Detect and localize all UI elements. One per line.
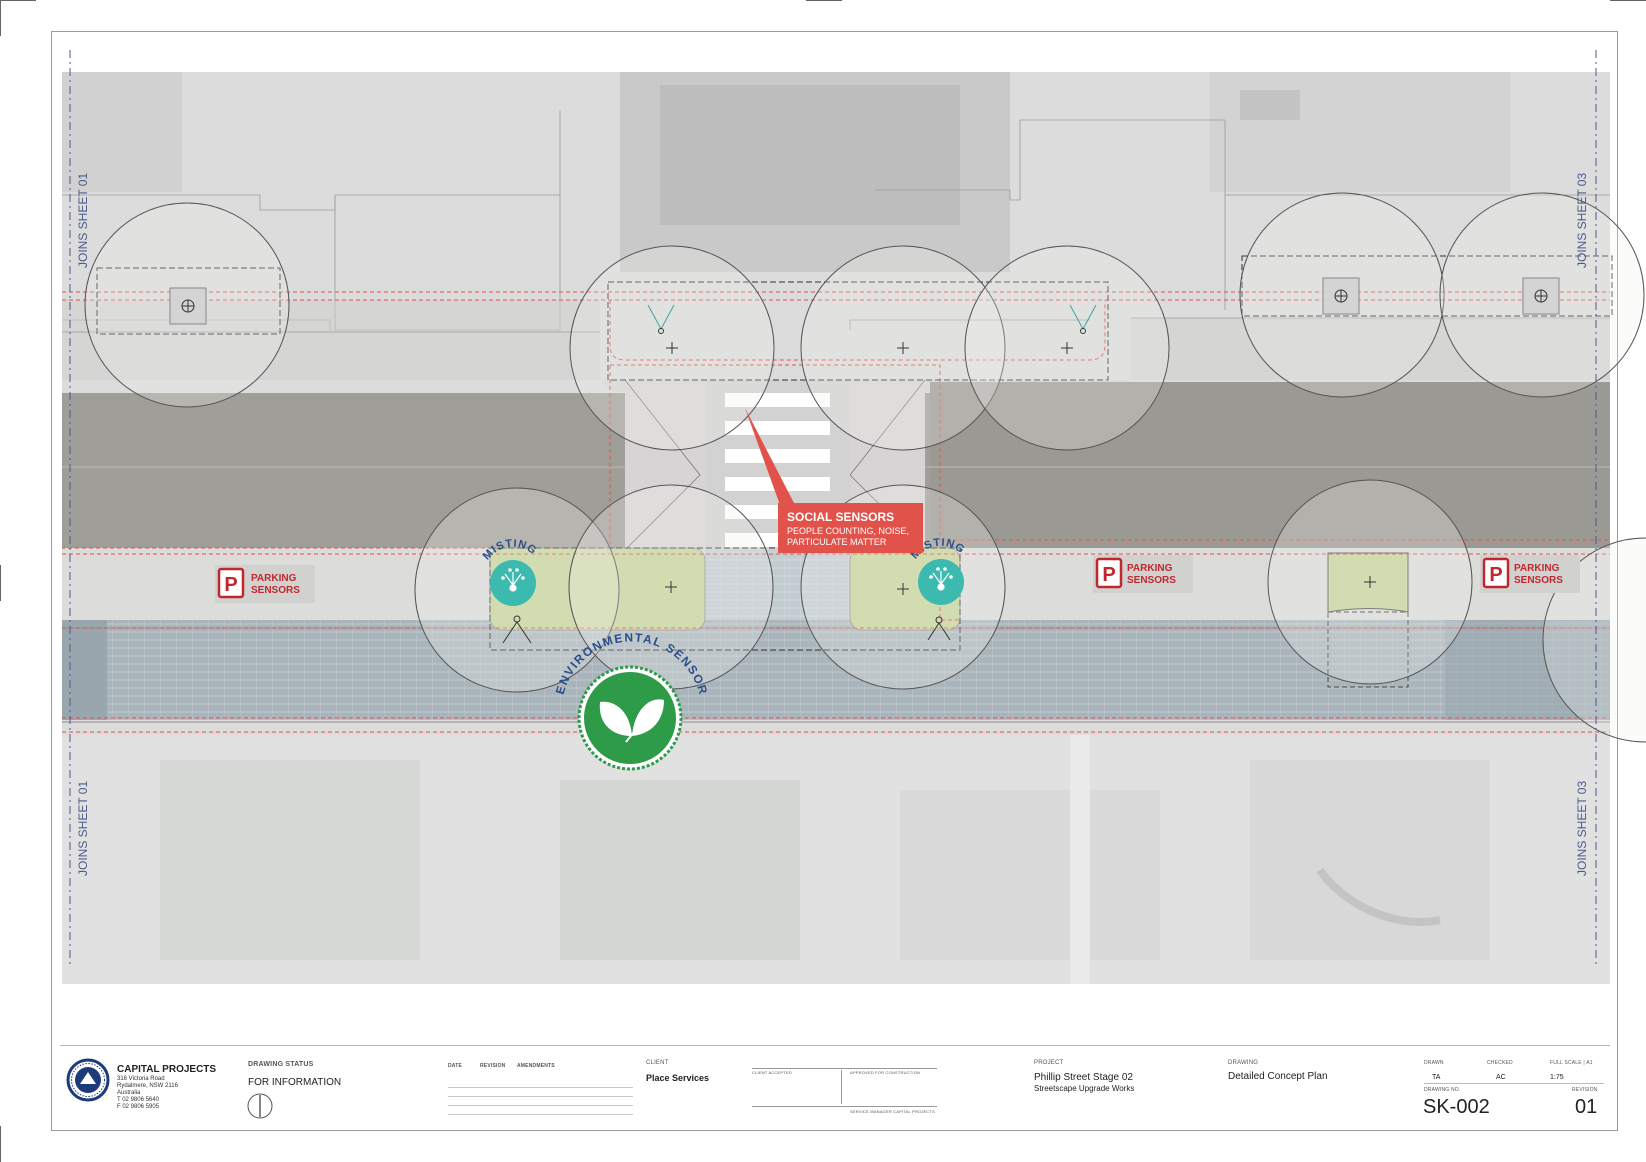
crop-mark	[0, 0, 36, 1]
scale-label: FULL SCALE | A1	[1550, 1060, 1593, 1066]
parking-label-line1: PARKING	[251, 573, 297, 584]
org-address-1: 316 Victoria Road	[117, 1076, 165, 1082]
parking-label-line1: PARKING	[1514, 563, 1560, 574]
drawing-no-label: DRAWING NO.	[1424, 1087, 1461, 1093]
setout-lines	[62, 291, 1610, 733]
tree-pits	[96, 255, 1613, 651]
crop-mark	[1610, 0, 1646, 1]
parking-label-line2: SENSORS	[1514, 575, 1563, 586]
aerial-photo	[62, 72, 1610, 984]
signature-line	[752, 1106, 937, 1107]
parking-sensor-1: P PARKING SENSORS	[215, 565, 315, 603]
drawing-label: DRAWING	[1228, 1060, 1259, 1066]
parking-sensor-2: P PARKING SENSORS	[1093, 555, 1193, 593]
north-arrow-icon	[247, 1093, 273, 1119]
client: Place Services	[646, 1073, 710, 1083]
title-block-divider	[1424, 1083, 1604, 1084]
drawn-by: TA	[1432, 1074, 1441, 1081]
signature-line	[752, 1068, 937, 1069]
crop-mark	[806, 0, 842, 1]
joins-sheet-right-top: JOINS SHEET 03	[1575, 173, 1589, 268]
drawing-number: SK-002	[1423, 1096, 1490, 1118]
drawing-title: Detailed Concept Plan	[1228, 1071, 1328, 1082]
social-sensors-callout: SOCIAL SENSORS PEOPLE COUNTING, NOISE, P…	[745, 408, 923, 553]
crop-mark	[0, 0, 1, 36]
tree-centre-markers	[169, 277, 1560, 595]
council-seal-icon	[66, 1058, 110, 1102]
parking-icon-p: P	[1102, 564, 1115, 586]
parking-icon-p: P	[1489, 564, 1502, 586]
rev-revision-label: REVISION	[480, 1063, 506, 1069]
checked-label: CHECKED	[1487, 1060, 1513, 1066]
rev-amendments-label: AMENDMENTS	[517, 1063, 555, 1069]
org-fax: F 02 9806 5905	[117, 1104, 160, 1110]
joins-sheet-right-bottom: JOINS SHEET 03	[1575, 781, 1589, 876]
mist-spray-icon	[929, 567, 953, 591]
client-accepted-label: CLIENT ACCEPTED	[752, 1070, 792, 1075]
revision-number: 01	[1575, 1096, 1598, 1118]
joins-sheet-left-top: JOINS SHEET 01	[76, 173, 90, 268]
project-sub: Streetscape Upgrade Works	[1034, 1084, 1135, 1093]
checked-by: AC	[1496, 1074, 1506, 1081]
parking-sensor-3: P PARKING SENSORS	[1480, 555, 1580, 593]
downlight-icons	[502, 615, 951, 644]
drawing-sheet-border	[51, 31, 1618, 1131]
project-label: PROJECT	[1034, 1060, 1064, 1066]
social-sensors-line1: PEOPLE COUNTING, NOISE,	[787, 526, 909, 536]
crop-mark	[0, 565, 1, 601]
title-block: CAPITAL PROJECTS 316 Victoria Road Rydal…	[60, 1045, 1610, 1128]
drawing-status: FOR INFORMATION	[248, 1077, 342, 1088]
approved-for-construction-label: APPROVED FOR CONSTRUCTION	[850, 1070, 921, 1075]
footpath-north	[62, 300, 1610, 392]
parking-label-line1: PARKING	[1127, 563, 1173, 574]
match-lines	[69, 50, 1597, 965]
org-phone: T 02 9806 5640	[117, 1097, 159, 1103]
project-name: Phillip Street Stage 02	[1034, 1072, 1133, 1083]
parking-label-line2: SENSORS	[1127, 575, 1176, 586]
service-manager-label: SERVICE MANAGER CAPITAL PROJECTS	[850, 1109, 936, 1114]
parking-icon-p: P	[224, 574, 237, 596]
drawn-label: DRAWN	[1424, 1060, 1444, 1066]
revision-label: REVISION	[1572, 1087, 1598, 1093]
joins-sheet-left-bottom: JOINS SHEET 01	[76, 781, 90, 876]
rev-date-label: DATE	[448, 1063, 463, 1069]
scale: 1:75	[1550, 1074, 1564, 1081]
leaf-icon	[599, 699, 664, 743]
signature-divider	[841, 1070, 842, 1104]
drawing-status-label: DRAWING STATUS	[248, 1061, 314, 1068]
revision-table	[448, 1079, 633, 1119]
crop-mark	[0, 1126, 1, 1162]
mist-spray-icon	[501, 568, 525, 592]
social-sensors-line2: PARTICULATE MATTER	[787, 537, 887, 547]
org-name: CAPITAL PROJECTS	[117, 1064, 217, 1075]
social-sensors-title: SOCIAL SENSORS	[787, 510, 894, 524]
org-address-3: Australia	[117, 1090, 141, 1096]
org-address-2: Rydalmere, NSW 2116	[117, 1083, 178, 1089]
raised-crossing	[624, 379, 926, 620]
spotlight-icons	[647, 304, 1097, 334]
parking-label-line2: SENSORS	[251, 585, 300, 596]
client-label: CLIENT	[646, 1060, 669, 1066]
